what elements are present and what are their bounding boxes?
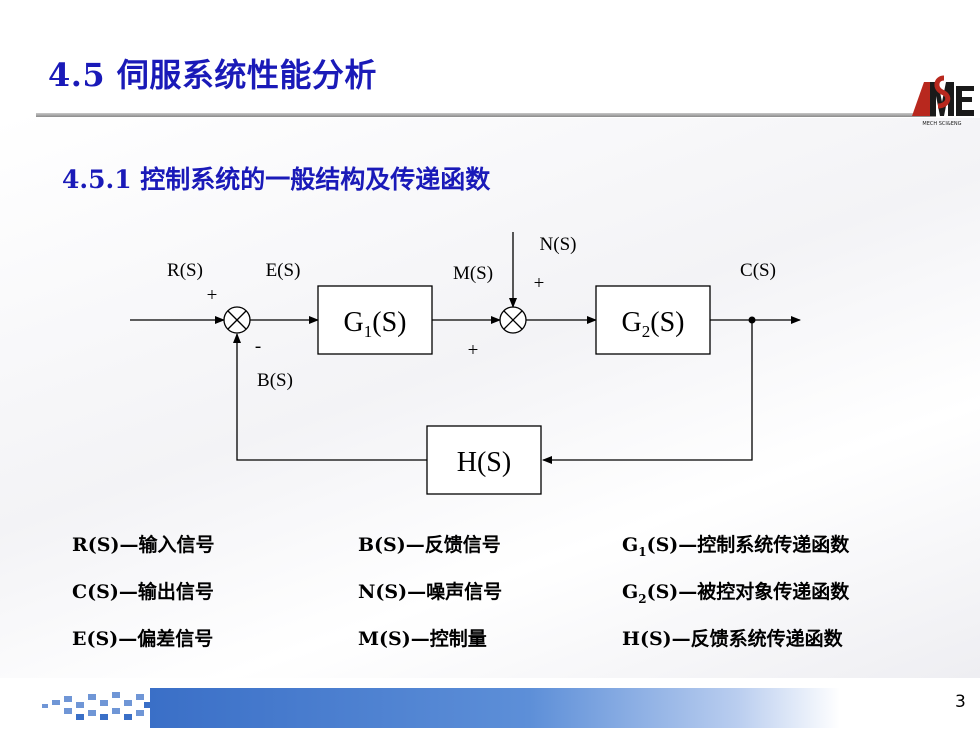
feedback-path-left — [233, 333, 427, 461]
slide-title: 4.5 伺服系统性能分析 — [48, 56, 377, 94]
sum2-plus-top: + — [534, 273, 545, 294]
g2-block — [595, 285, 711, 355]
sum2-plus-bottom: + — [468, 340, 479, 361]
legend-r: R(S)—输入信号 — [72, 534, 215, 556]
g1-label: G1(S) — [344, 307, 407, 341]
g1-block — [317, 285, 433, 355]
legend-e: E(S)—偏差信号 — [72, 628, 214, 650]
legend-h: H(S)—反馈系统传递函数 — [622, 628, 843, 650]
footer-bar — [150, 688, 840, 728]
summing-junction-1 — [223, 306, 251, 334]
footer-pattern-icon — [42, 692, 152, 720]
summing-junction-2 — [499, 306, 527, 334]
h-block — [426, 425, 542, 495]
section-subtitle: 4.5.1 控制系统的一般结构及传递函数 — [62, 165, 491, 194]
legend-g2: G2(S)—被控对象传递函数 — [622, 581, 850, 606]
legend-m: M(S)—控制量 — [358, 628, 487, 650]
h-label: H(S) — [457, 447, 511, 478]
signal-b-label: B(S) — [257, 370, 293, 391]
signal-n-label: N(S) — [540, 234, 577, 255]
page-number: 3 — [955, 692, 966, 712]
g2-label: G2(S) — [622, 307, 685, 341]
signal-m-label: M(S) — [453, 263, 493, 284]
logo-icon: MECH SCI&ENG — [912, 75, 974, 127]
legend-n: N(S)—噪声信号 — [358, 581, 503, 603]
feedback-path-right — [542, 320, 753, 464]
signal-c-label: C(S) — [740, 260, 776, 281]
legend-b: B(S)—反馈信号 — [358, 534, 501, 556]
title-divider — [36, 113, 936, 117]
logo-text: MECH SCI&ENG — [922, 121, 961, 127]
sum1-minus-sign: - — [255, 336, 261, 357]
slide-background — [0, 118, 980, 678]
signal-e-label: E(S) — [266, 260, 301, 281]
sum1-plus-sign: + — [207, 285, 218, 306]
legend-g1: G1(S)—控制系统传递函数 — [622, 534, 850, 559]
signal-r-label: R(S) — [167, 260, 203, 281]
legend-c: C(S)—输出信号 — [72, 581, 214, 603]
takeoff-point — [748, 316, 756, 324]
